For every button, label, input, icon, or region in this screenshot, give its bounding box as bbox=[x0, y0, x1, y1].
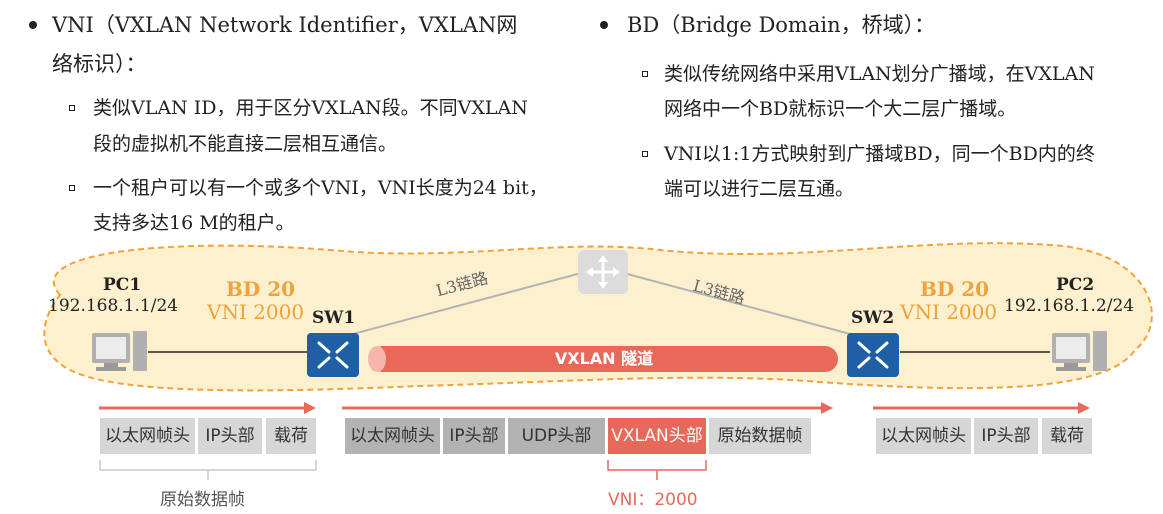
sw2-label: SW2 bbox=[851, 308, 895, 328]
sub-bullet bbox=[642, 71, 648, 77]
l3-link-right bbox=[619, 271, 866, 339]
frame-left-ip-header: IP头部 bbox=[198, 418, 262, 454]
pc1-name: PC1 bbox=[103, 275, 142, 295]
pc1-icon bbox=[92, 331, 147, 371]
bd-point2-line1: VNI以1:1方式映射到广播域BD，同一个BD内的终 bbox=[664, 143, 1095, 165]
sub-bullet bbox=[69, 185, 75, 191]
router-icon bbox=[578, 250, 628, 294]
bracket-original-frame bbox=[99, 460, 317, 480]
vni-heading-line1: VNI（VXLAN Network Identifier，VXLAN网 bbox=[52, 13, 518, 37]
bd-point1-line1: 类似传统网络中采用VLAN划分广播域，在VXLAN bbox=[664, 63, 1095, 85]
pc2-name: PC2 bbox=[1056, 275, 1095, 295]
frame-left-payload: 载荷 bbox=[266, 418, 316, 454]
frame-right-payload: 载荷 bbox=[1042, 418, 1092, 454]
bd-heading: BD（Bridge Domain，桥域）： bbox=[627, 13, 936, 37]
tunnel-label: VXLAN 隧道 bbox=[554, 349, 654, 368]
frame-mid-ip-header: IP头部 bbox=[443, 418, 505, 454]
frame-right-ethernet-header: 以太网帧头 bbox=[876, 418, 971, 454]
switch-sw1-icon bbox=[307, 333, 359, 377]
switch-sw2-icon bbox=[847, 333, 899, 377]
bullet-dot bbox=[600, 21, 608, 29]
frame-mid-ethernet-header: 以太网帧头 bbox=[345, 418, 440, 454]
flow-arrow-right bbox=[873, 402, 1090, 414]
sub-bullet bbox=[69, 105, 75, 111]
vni-caption: VNI：2000 bbox=[608, 490, 698, 510]
vxlan-tunnel bbox=[368, 346, 838, 372]
frame-mid-vxlan-header: VXLAN头部 bbox=[608, 418, 706, 454]
bullet-dot bbox=[29, 21, 37, 29]
vni-point2-line1: 一个租户可以有一个或多个VNI，VNI长度为24 bit， bbox=[93, 177, 548, 199]
vni-point1-line2: 段的虚拟机不能直接二层相互通信。 bbox=[93, 133, 398, 155]
l3-link-left bbox=[337, 271, 586, 339]
vni-point1-line1: 类似VLAN ID，用于区分VXLAN段。不同VXLAN bbox=[93, 97, 528, 119]
bd-label-right: BD 20 bbox=[920, 277, 990, 301]
pc2-icon bbox=[1052, 331, 1107, 371]
bd-label-left: BD 20 bbox=[226, 277, 296, 301]
original-frame-caption: 原始数据帧 bbox=[160, 490, 245, 510]
frame-right-ip-header: IP头部 bbox=[974, 418, 1038, 454]
vni-point2-line2: 支持多达16 M的租户。 bbox=[93, 212, 295, 234]
vni-heading-line2: 络标识）： bbox=[52, 52, 147, 76]
frame-mid-original-frame: 原始数据帧 bbox=[709, 418, 811, 454]
pc1-ip: 192.168.1.1/24 bbox=[48, 296, 179, 316]
vni-label-right: VNI 2000 bbox=[900, 300, 998, 324]
frame-mid-udp-header: UDP头部 bbox=[508, 418, 605, 454]
pc2-ip: 192.168.1.2/24 bbox=[1004, 296, 1135, 316]
bd-point1-line2: 网络中一个BD就标识一个大二层广播域。 bbox=[664, 98, 1017, 120]
flow-arrow-middle bbox=[342, 402, 833, 414]
flow-arrow-left bbox=[99, 402, 316, 414]
sub-bullet bbox=[642, 151, 648, 157]
bracket-vni bbox=[607, 460, 707, 480]
sw1-label: SW1 bbox=[312, 308, 356, 328]
frame-left-ethernet-header: 以太网帧头 bbox=[100, 418, 195, 454]
bd-point2-line2: 端可以进行二层互通。 bbox=[664, 178, 855, 200]
vni-label-left: VNI 2000 bbox=[207, 300, 305, 324]
